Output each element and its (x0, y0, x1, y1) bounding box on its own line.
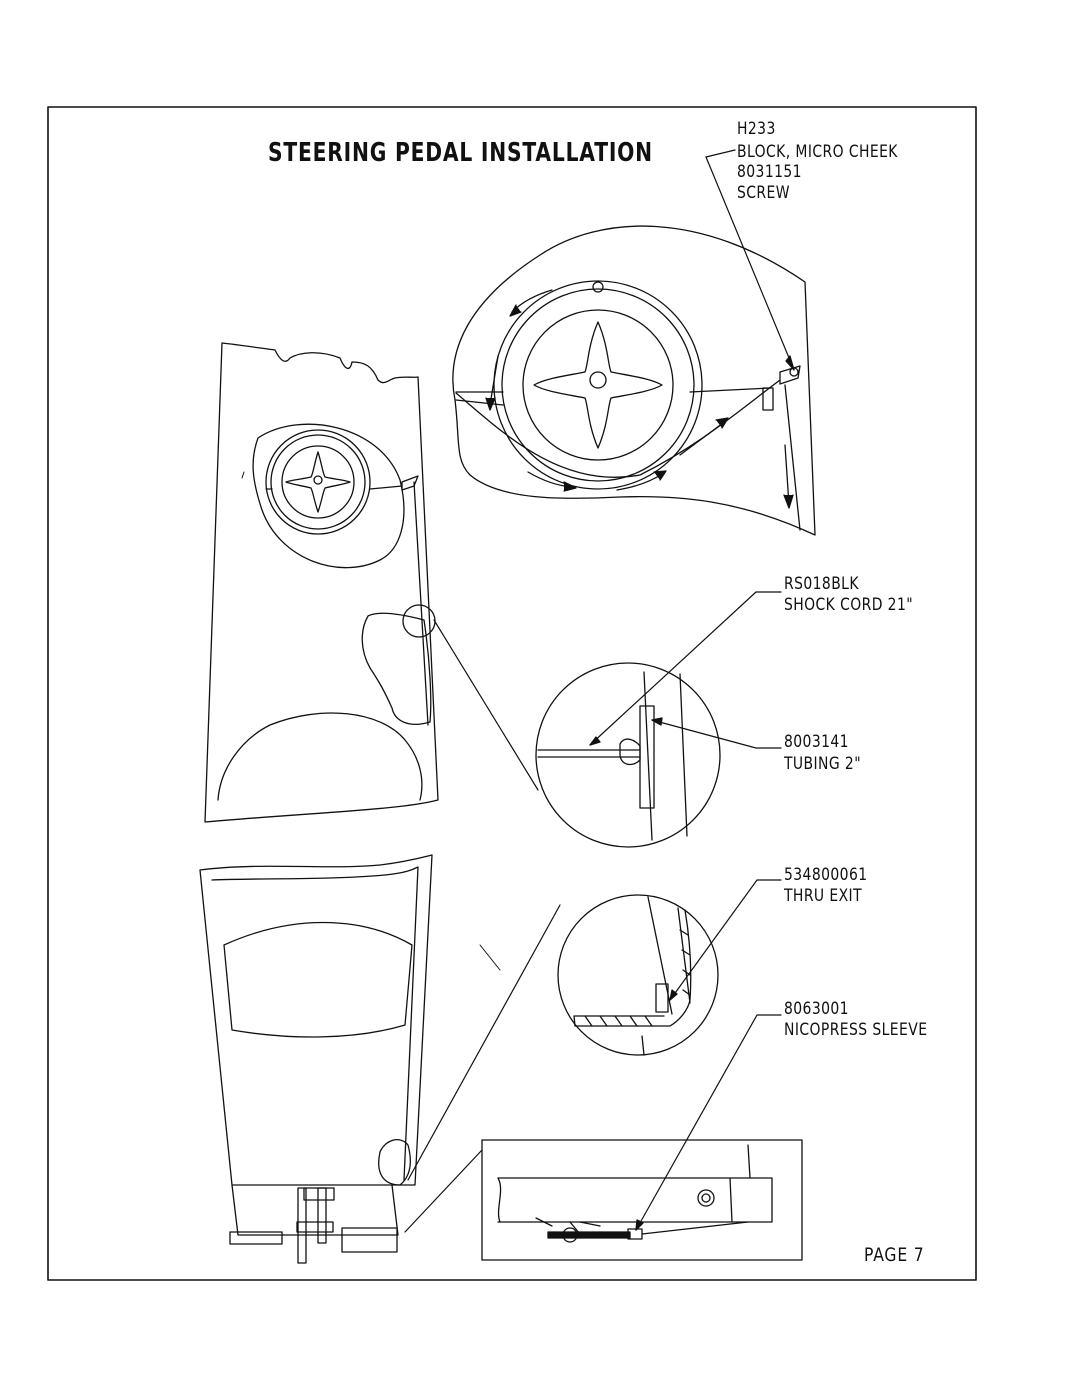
page-number: PAGE 7 (864, 1244, 925, 1266)
leader-arrows (590, 356, 794, 1230)
hull-lower-view (200, 855, 432, 1263)
page-border (48, 107, 976, 1280)
leader-lines (405, 150, 794, 1232)
scan-specks (242, 472, 500, 970)
callout-sleeve-part: 8063001 (784, 999, 849, 1019)
callout-block-name: BLOCK, MICRO CHEEK (737, 142, 898, 162)
detail-pedal-top (453, 226, 815, 535)
detail-thru-exit (558, 895, 718, 1055)
callout-shock-cord-part: RS018BLK (784, 574, 859, 594)
callout-block-part: H233 (737, 119, 776, 139)
page-title: STEERING PEDAL INSTALLATION (268, 138, 653, 168)
callout-sleeve-name: NICOPRESS SLEEVE (784, 1020, 928, 1040)
callout-thru-exit-part: 534800061 (784, 865, 868, 885)
hull-upper-view (205, 343, 438, 822)
callout-screw-name: SCREW (737, 183, 790, 203)
callout-thru-exit-name: THRU EXIT (784, 886, 863, 906)
detail-sleeve (482, 1140, 802, 1260)
callout-tubing-name: TUBING 2" (784, 754, 862, 774)
callout-screw-part: 8031151 (737, 162, 802, 182)
callout-tubing-part: 8003141 (784, 732, 849, 752)
detail-tubing (536, 663, 720, 847)
callout-shock-cord-name: SHOCK CORD 21" (784, 595, 914, 615)
